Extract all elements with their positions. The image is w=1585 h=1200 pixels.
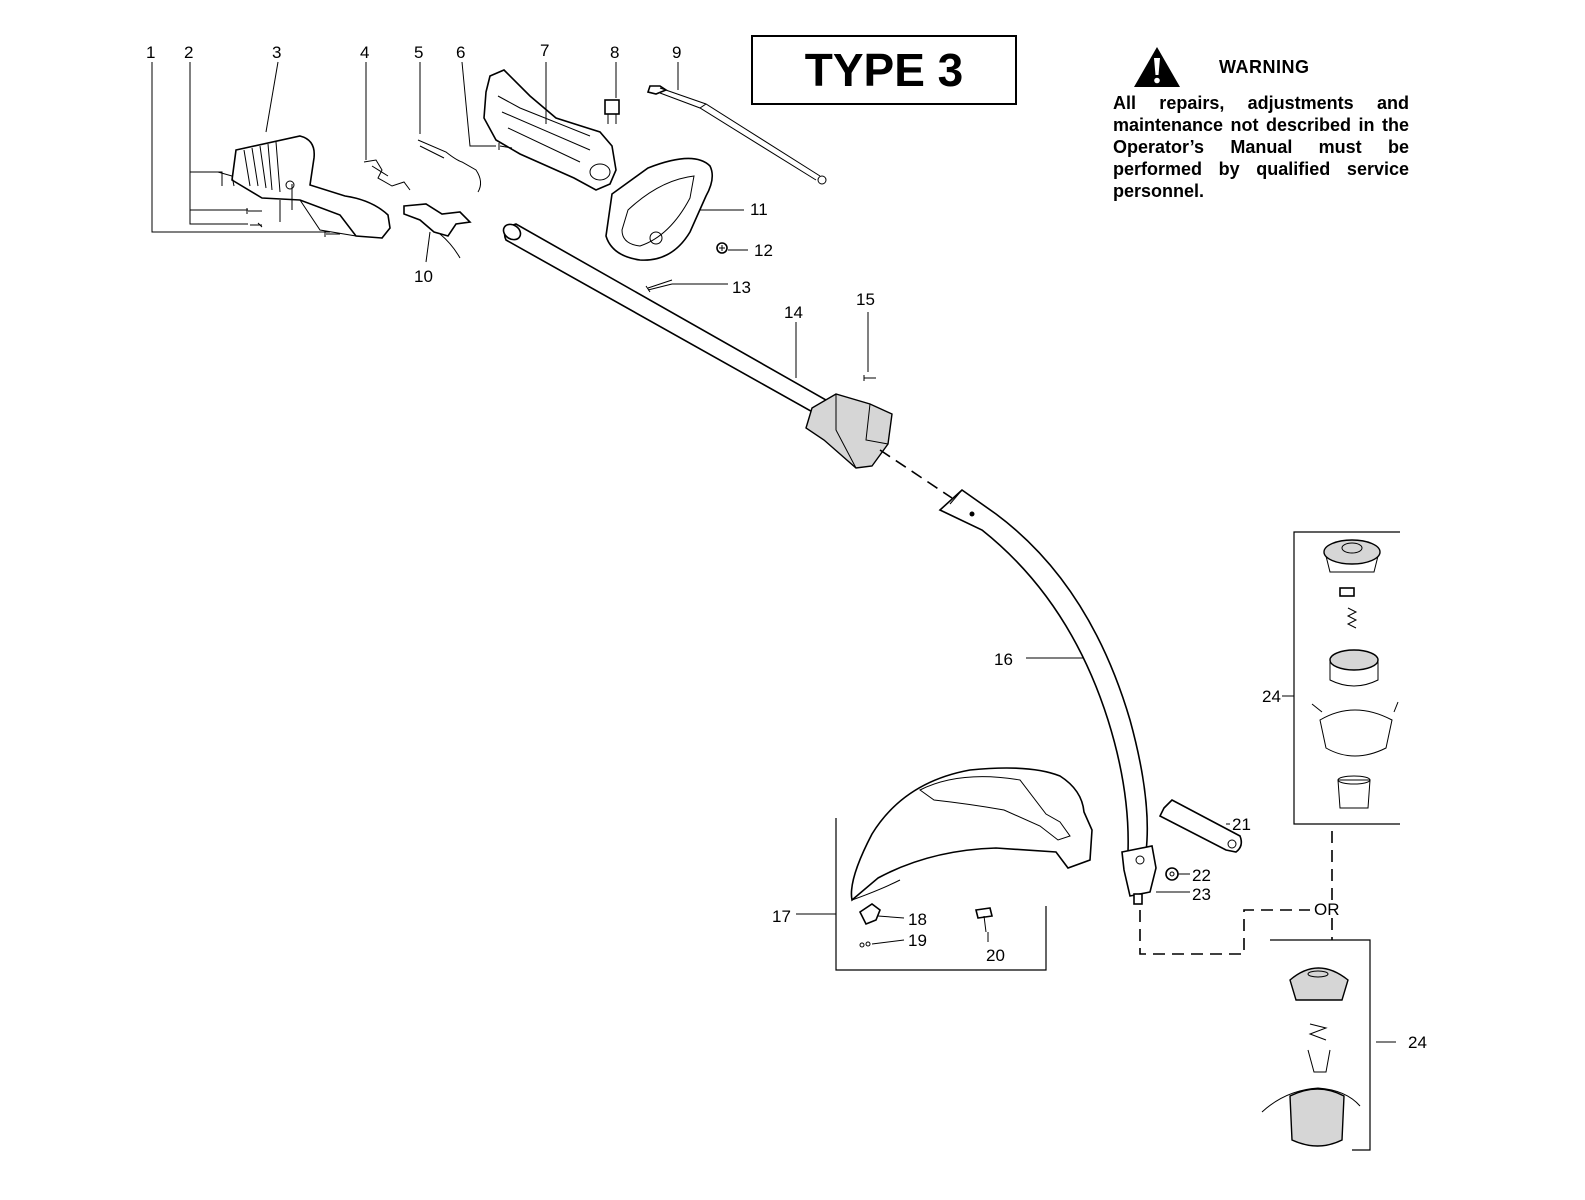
shield-group-bracket — [835, 818, 1047, 971]
part-15-screw — [863, 375, 876, 381]
callout-24-lower: 24 — [1408, 1033, 1427, 1052]
part-8-switch — [604, 99, 620, 124]
part-4-spring — [363, 159, 411, 191]
callout-3: 3 — [272, 43, 281, 62]
shaft-center-line — [879, 449, 953, 499]
callout-5: 5 — [414, 43, 423, 62]
or-routing-line — [1139, 909, 1310, 955]
callout-14: 14 — [784, 303, 803, 322]
part-9-cable — [646, 85, 827, 185]
callout-8: 8 — [610, 43, 619, 62]
warning-block: WARNING All repairs, adjustments and mai… — [1113, 44, 1409, 202]
part-24-lower-head — [1261, 967, 1361, 1147]
callout-23: 23 — [1192, 885, 1211, 904]
part-18-blade — [858, 903, 881, 926]
callout-22: 22 — [1192, 866, 1211, 885]
part-10-trigger — [403, 203, 472, 259]
type-title-box: TYPE 3 — [751, 35, 1017, 105]
part-23-gearhead — [1121, 845, 1157, 905]
callout-16: 16 — [994, 650, 1013, 669]
callout-11: 11 — [750, 200, 768, 219]
callout-1: 1 — [146, 43, 155, 62]
callout-6: 6 — [456, 43, 465, 62]
callout-12: 12 — [754, 241, 773, 260]
head-box-lower — [1270, 939, 1371, 1151]
callout-2: 2 — [184, 43, 193, 62]
part-5-cable — [417, 139, 482, 193]
part-17-shield — [850, 767, 1093, 902]
callout-15: 15 — [856, 290, 875, 309]
callout-9: 9 — [672, 43, 681, 62]
head-box-upper — [1293, 531, 1400, 825]
part-3-throttle-handle — [231, 135, 391, 239]
warning-title: WARNING — [1219, 56, 1310, 77]
callout-17: 17 — [772, 907, 791, 926]
callout-21: 21 — [1232, 815, 1251, 834]
callout-numbers: 1 2 3 4 5 6 7 8 9 10 11 12 13 14 15 16 1… — [146, 41, 1427, 1052]
warning-header: WARNING — [1113, 44, 1409, 90]
callout-10: 10 — [414, 267, 433, 286]
part-7-handle-half — [483, 69, 617, 191]
callout-13: 13 — [732, 278, 751, 297]
callout-4: 4 — [360, 43, 369, 62]
leader-lines — [151, 61, 1230, 945]
callout-24-upper: 24 — [1262, 687, 1281, 706]
callout-19: 19 — [908, 931, 927, 950]
part-13-bolt — [645, 279, 673, 293]
part-19-screws — [859, 941, 871, 948]
part-21-wrench — [1158, 799, 1243, 853]
callout-20: 20 — [986, 946, 1005, 965]
warning-triangle-icon — [1134, 47, 1180, 87]
or-label: OR — [1314, 900, 1340, 919]
part-20-bolt — [975, 907, 993, 933]
callout-18: 18 — [908, 910, 927, 929]
part-24-upper-head — [1311, 539, 1399, 809]
callout-7: 7 — [540, 41, 549, 60]
part-12-screw — [716, 242, 728, 254]
warning-text: All repairs, adjustments and maintenance… — [1113, 93, 1409, 201]
part-22-washer — [1165, 867, 1179, 881]
part-6-screw — [498, 143, 513, 150]
part-11-hanger — [605, 157, 714, 261]
part-14-coupler — [805, 393, 893, 469]
